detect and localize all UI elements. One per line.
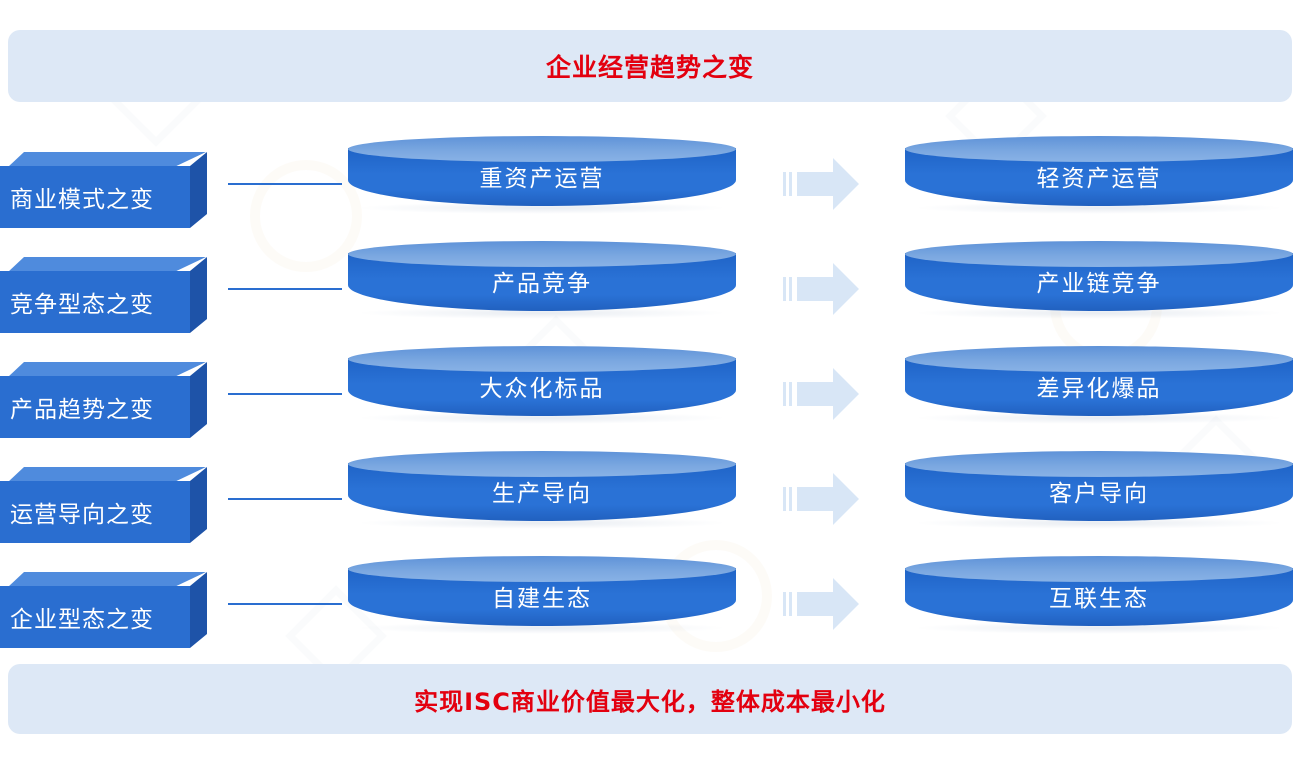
box-top-face — [8, 257, 206, 272]
box-front-face: 产品趋势之变 — [0, 376, 190, 438]
cylinder-shadow — [355, 622, 729, 634]
from-state-text: 生产导向 — [492, 481, 592, 507]
arrow-shape — [797, 368, 859, 420]
from-state-text: 产品竞争 — [492, 271, 592, 297]
trend-row-1: 商业模式之变 重资产运营 轻资产运营 — [0, 136, 1300, 232]
cylinder-shadow — [912, 517, 1286, 529]
bottom-banner: 实现ISC商业价值最大化，整体成本最小化 — [8, 664, 1292, 734]
cylinder-top-ellipse — [348, 136, 736, 162]
arrow-tail-tick — [789, 172, 792, 196]
connector-line — [228, 603, 342, 605]
cylinder-shadow — [912, 622, 1286, 634]
connector-line — [228, 498, 342, 500]
cylinder-top-ellipse — [348, 241, 736, 267]
box-right-face — [190, 467, 207, 543]
trend-row-4: 运营导向之变 生产导向 客户导向 — [0, 451, 1300, 547]
category-label-box-4[interactable]: 运营导向之变 — [0, 467, 207, 543]
top-banner: 企业经营趋势之变 — [8, 30, 1292, 102]
from-state-text: 重资产运营 — [479, 166, 605, 192]
to-state-text: 互联生态 — [1049, 586, 1149, 612]
cylinder-top-ellipse — [905, 241, 1293, 267]
to-state-cylinder[interactable]: 客户导向 — [905, 451, 1293, 529]
cylinder-top-ellipse — [905, 556, 1293, 582]
box-front-face: 企业型态之变 — [0, 586, 190, 648]
right-arrow-icon — [783, 368, 859, 420]
box-top-face — [8, 152, 206, 167]
page-title: 企业经营趋势之变 — [545, 53, 754, 82]
cylinder-shadow — [912, 307, 1286, 319]
arrow-tail-tick — [783, 277, 786, 301]
to-state-cylinder[interactable]: 差异化爆品 — [905, 346, 1293, 424]
right-arrow-icon — [783, 473, 859, 525]
arrow-tail-tick — [789, 592, 792, 616]
cylinder-shadow — [355, 412, 729, 424]
arrow-tail-tick — [783, 382, 786, 406]
category-label-text: 竞争型态之变 — [10, 292, 154, 318]
trend-row-5: 企业型态之变 自建生态 互联生态 — [0, 556, 1300, 652]
right-arrow-icon — [783, 578, 859, 630]
cylinder-top-ellipse — [348, 346, 736, 372]
connector-line — [228, 393, 342, 395]
arrow-tail-tick — [783, 172, 786, 196]
cylinder-shadow — [355, 517, 729, 529]
box-right-face — [190, 362, 207, 438]
from-state-cylinder[interactable]: 自建生态 — [348, 556, 736, 634]
box-top-face — [8, 467, 206, 482]
arrow-tail-tick — [783, 592, 786, 616]
cylinder-shadow — [355, 307, 729, 319]
box-front-face: 运营导向之变 — [0, 481, 190, 543]
arrow-shape — [797, 158, 859, 210]
category-label-box-3[interactable]: 产品趋势之变 — [0, 362, 207, 438]
arrow-tail-tick — [789, 487, 792, 511]
category-label-box-5[interactable]: 企业型态之变 — [0, 572, 207, 648]
category-label-text: 产品趋势之变 — [10, 397, 154, 423]
to-state-text: 差异化爆品 — [1036, 376, 1162, 402]
trend-row-2: 竞争型态之变 产品竞争 产业链竞争 — [0, 241, 1300, 337]
from-state-cylinder[interactable]: 生产导向 — [348, 451, 736, 529]
cylinder-shadow — [912, 202, 1286, 214]
box-right-face — [190, 152, 207, 228]
cylinder-shadow — [912, 412, 1286, 424]
box-front-face: 竞争型态之变 — [0, 271, 190, 333]
category-label-text: 商业模式之变 — [10, 187, 154, 213]
to-state-cylinder[interactable]: 产业链竞争 — [905, 241, 1293, 319]
to-state-text: 轻资产运营 — [1036, 166, 1162, 192]
right-arrow-icon — [783, 158, 859, 210]
from-state-text: 自建生态 — [492, 586, 592, 612]
trend-row-3: 产品趋势之变 大众化标品 差异化爆品 — [0, 346, 1300, 442]
category-label-box-2[interactable]: 竞争型态之变 — [0, 257, 207, 333]
connector-line — [228, 183, 342, 185]
summary-statement: 实现ISC商业价值最大化，整体成本最小化 — [414, 687, 886, 716]
arrow-shape — [797, 578, 859, 630]
arrow-tail-tick — [789, 382, 792, 406]
box-top-face — [8, 362, 206, 377]
category-label-text: 企业型态之变 — [10, 607, 154, 633]
arrow-shape — [797, 473, 859, 525]
to-state-text: 客户导向 — [1049, 481, 1149, 507]
category-label-box-1[interactable]: 商业模式之变 — [0, 152, 207, 228]
to-state-cylinder[interactable]: 轻资产运营 — [905, 136, 1293, 214]
box-right-face — [190, 257, 207, 333]
from-state-cylinder[interactable]: 大众化标品 — [348, 346, 736, 424]
from-state-cylinder[interactable]: 重资产运营 — [348, 136, 736, 214]
cylinder-top-ellipse — [905, 346, 1293, 372]
from-state-text: 大众化标品 — [479, 376, 605, 402]
cylinder-shadow — [355, 202, 729, 214]
right-arrow-icon — [783, 263, 859, 315]
box-front-face: 商业模式之变 — [0, 166, 190, 228]
arrow-shape — [797, 263, 859, 315]
cylinder-top-ellipse — [348, 451, 736, 477]
arrow-tail-tick — [789, 277, 792, 301]
box-right-face — [190, 572, 207, 648]
category-label-text: 运营导向之变 — [10, 502, 154, 528]
cylinder-top-ellipse — [348, 556, 736, 582]
from-state-cylinder[interactable]: 产品竞争 — [348, 241, 736, 319]
to-state-text: 产业链竞争 — [1036, 271, 1162, 297]
cylinder-top-ellipse — [905, 136, 1293, 162]
cylinder-top-ellipse — [905, 451, 1293, 477]
to-state-cylinder[interactable]: 互联生态 — [905, 556, 1293, 634]
arrow-tail-tick — [783, 487, 786, 511]
box-top-face — [8, 572, 206, 587]
connector-line — [228, 288, 342, 290]
